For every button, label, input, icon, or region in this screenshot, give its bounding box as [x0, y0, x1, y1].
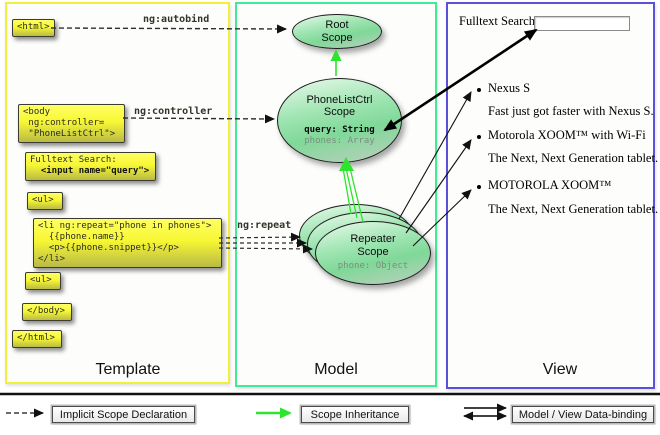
scope-name: Scope: [323, 106, 356, 118]
legend-model-view-data-binding: Model / View Data-binding: [512, 406, 654, 423]
scope-name: PhoneListCtrl: [306, 93, 373, 106]
html-open-tag-box: <html>: [12, 19, 55, 37]
code-line: <html>: [17, 22, 50, 32]
code-line: <ul>: [32, 195, 54, 205]
phonelistctrl-scope-ellipse: PhoneListCtrl Scope query: String phones…: [277, 78, 402, 163]
ul-open-tag-box: <ul>: [27, 192, 63, 210]
code-line: <input name="query">: [30, 166, 150, 176]
code-line: </li>: [38, 254, 66, 264]
code-line: </html>: [17, 333, 55, 343]
scope-name: Scope: [357, 245, 389, 258]
code-line: <ul>: [30, 275, 52, 285]
repeater-scope-ellipse-front: Repeater Scope phone: Object: [315, 221, 431, 285]
model-panel-label: Model: [314, 361, 358, 378]
scope-prop-phones: phones: Array: [304, 136, 375, 146]
scope-prop-phone: phone: Object: [337, 261, 409, 272]
view-item-title: Motorola XOOM™ with Wi-Fi: [488, 128, 646, 142]
code-line: Fulltext Search:: [30, 155, 117, 165]
root-scope-ellipse: Root Scope: [292, 14, 382, 49]
code-line: <body: [23, 107, 51, 117]
view-item-title: Nexus S: [488, 81, 531, 95]
ul-second-tag-box: <ul>: [25, 272, 61, 290]
scope-prop-query: query: String: [304, 124, 375, 135]
scope-name: Repeater: [350, 233, 396, 246]
view-item-title: MOTOROLA XOOM™: [488, 178, 612, 192]
code-line: <p>{{phone.snippet}}</p>: [38, 243, 179, 253]
legend-implicit-scope-declaration: Implicit Scope Declaration: [52, 406, 195, 423]
ng-repeat-label: ng:repeat: [237, 220, 292, 231]
code-line: "PhoneListCtrl">: [23, 129, 116, 139]
view-panel-label: View: [542, 361, 578, 378]
fulltext-search-code-box: Fulltext Search: <input name="query">: [25, 152, 156, 181]
body-open-tag-box: <body ng:controller= "PhoneListCtrl">: [18, 104, 125, 143]
code-line: ng:controller=: [23, 118, 105, 128]
bullet-icon: [477, 88, 481, 92]
view-search-label: Fulltext Search:: [459, 14, 539, 28]
body-close-tag-box: </body>: [22, 303, 72, 321]
view-item-snippet: Fast just got faster with Nexus S.: [488, 104, 654, 118]
bullet-icon: [477, 185, 481, 189]
html-close-tag-box: </html>: [12, 330, 62, 348]
view-panel: [446, 2, 655, 389]
code-line: {{phone.name}}: [38, 232, 125, 242]
code-line: </body>: [27, 306, 65, 316]
fulltext-search-input[interactable]: [534, 16, 630, 31]
bullet-icon: [477, 135, 481, 139]
view-item-snippet: The Next, Next Generation tablet.: [488, 202, 659, 216]
ng-controller-label: ng:controller: [134, 106, 213, 117]
scope-name: Scope: [321, 31, 353, 44]
template-panel-label: Template: [95, 361, 161, 378]
scope-name: Root: [325, 19, 349, 31]
li-repeat-code-box: <li ng:repeat="phone in phones"> {{phone…: [33, 218, 222, 268]
code-line: <li ng:repeat="phone in phones">: [38, 221, 212, 231]
legend-scope-inheritance: Scope Inheritance: [301, 406, 409, 423]
model-panel: [235, 2, 437, 387]
ng-autobind-label: ng:autobind: [143, 14, 210, 25]
view-item-snippet: The Next, Next Generation tablet.: [488, 151, 659, 165]
